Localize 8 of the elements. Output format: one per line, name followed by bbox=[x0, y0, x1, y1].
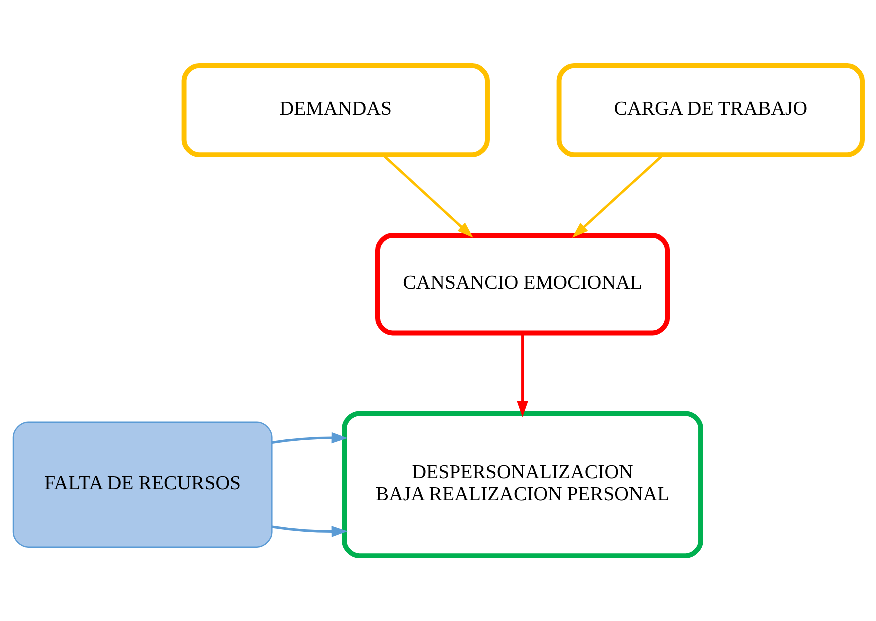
node-box: CANSANCIO EMOCIONAL bbox=[376, 232, 670, 336]
arrow bbox=[272, 432, 348, 444]
node-box: DEMANDAS bbox=[182, 62, 490, 158]
arrow bbox=[272, 525, 348, 537]
node-box: FALTA DE RECURSOS bbox=[12, 421, 273, 548]
arrow bbox=[517, 333, 528, 417]
node-box: CARGA DE TRABAJO bbox=[556, 62, 865, 158]
node-box: DESPERSONALIZACION BAJA REALIZACION PERSONAL bbox=[342, 410, 704, 558]
